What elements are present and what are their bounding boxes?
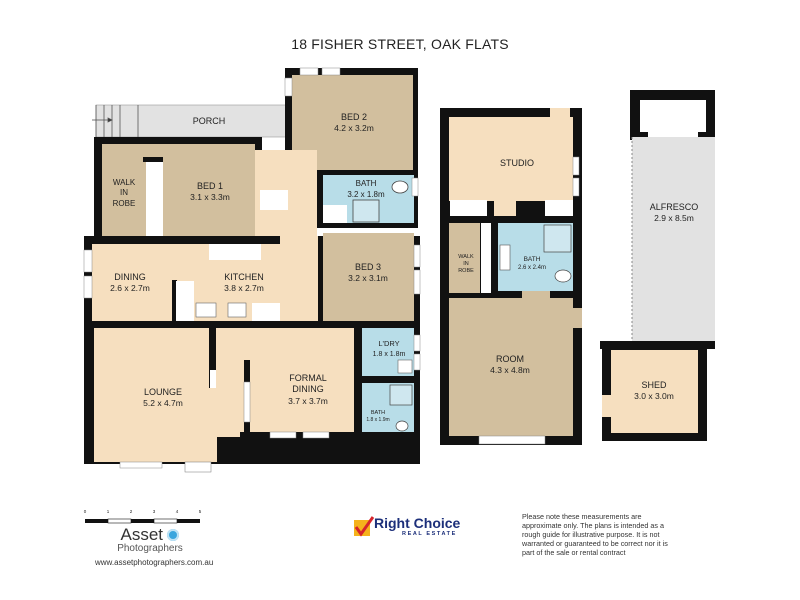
front-door bbox=[184, 461, 212, 473]
shower-icon bbox=[352, 199, 380, 223]
photographer-logo: Asset Photographers www.assetphotographe… bbox=[95, 525, 214, 567]
studio-floor bbox=[449, 117, 573, 201]
studio-label: STUDIO bbox=[500, 158, 534, 168]
gear-logo-icon bbox=[167, 529, 180, 541]
scale-tick: 3 bbox=[153, 509, 156, 514]
bed1-size: 3.1 x 3.3m bbox=[190, 192, 230, 202]
toilet-icon bbox=[554, 269, 572, 283]
bed3-floor bbox=[323, 233, 414, 321]
alfresco-label: ALFRESCO bbox=[650, 202, 699, 212]
bed1-floor bbox=[102, 144, 255, 236]
photographer-name: Asset bbox=[120, 525, 164, 544]
plan-title: 18 FISHER STREET, OAK FLATS bbox=[291, 36, 509, 52]
bed1-label: BED 1 bbox=[197, 181, 223, 191]
bath3-size: 2.6 x 2.4m bbox=[518, 265, 546, 271]
bath2-label: BATH bbox=[371, 410, 385, 416]
bed2-label: BED 2 bbox=[341, 112, 367, 122]
room-label: ROOM bbox=[496, 354, 524, 364]
wir1-label: WALK bbox=[113, 178, 136, 187]
wir2-label: IN bbox=[463, 261, 469, 267]
room-floor bbox=[449, 298, 573, 436]
wir2-label: WALK bbox=[458, 254, 474, 260]
bed3-size: 3.2 x 3.1m bbox=[348, 273, 388, 283]
room-size: 4.3 x 4.8m bbox=[490, 365, 530, 375]
checkmark-logo-icon bbox=[354, 516, 374, 537]
kitchen-size: 3.8 x 2.7m bbox=[224, 283, 264, 293]
porch-label: PORCH bbox=[193, 116, 226, 126]
scale-tick: 0 bbox=[84, 509, 87, 514]
sink-icon bbox=[195, 302, 217, 318]
formal-dining-label: DINING bbox=[292, 384, 324, 394]
kitchen-label: KITCHEN bbox=[224, 272, 264, 282]
photographer-url: www.assetphotographers.com.au bbox=[95, 558, 214, 567]
scale-tick: 2 bbox=[130, 509, 133, 514]
disclaimer-text: Please note these measurements are appro… bbox=[522, 512, 668, 557]
scale-bar: 0 1 2 3 4 5 bbox=[84, 509, 202, 524]
photographer-subtitle: Photographers bbox=[117, 543, 183, 554]
scale-tick: 5 bbox=[199, 509, 202, 514]
toilet-icon bbox=[395, 420, 409, 432]
lounge-floor bbox=[94, 328, 245, 462]
agency-subtitle: REAL ESTATE bbox=[402, 531, 457, 537]
wir2-label: ROBE bbox=[458, 268, 474, 274]
shed-size: 3.0 x 3.0m bbox=[634, 391, 674, 401]
bed2-size: 4.2 x 3.2m bbox=[334, 123, 374, 133]
bath1-label: BATH bbox=[356, 179, 377, 188]
wir1-label: ROBE bbox=[113, 199, 136, 208]
agency-name: Right Choice bbox=[374, 515, 461, 531]
shower-icon bbox=[543, 224, 572, 253]
stove-icon bbox=[227, 302, 247, 318]
scale-tick: 4 bbox=[176, 509, 179, 514]
lounge-label: LOUNGE bbox=[144, 387, 182, 397]
wir1-label: IN bbox=[120, 188, 128, 197]
porch-steps-icon bbox=[92, 105, 139, 137]
alfresco-floor bbox=[632, 137, 715, 341]
wir2-floor bbox=[449, 223, 480, 293]
laundry-label: L'DRY bbox=[378, 339, 399, 348]
lounge-size: 5.2 x 4.7m bbox=[143, 398, 183, 408]
shed-floor bbox=[611, 350, 698, 433]
laundry-size: 1.8 x 1.8m bbox=[373, 351, 406, 358]
toilet-icon bbox=[391, 180, 409, 194]
alfresco-size: 2.9 x 8.5m bbox=[654, 213, 694, 223]
bed3-label: BED 3 bbox=[355, 262, 381, 272]
bath1-size: 3.2 x 1.8m bbox=[347, 190, 385, 199]
dining-size: 2.6 x 2.7m bbox=[110, 283, 150, 293]
formal-dining-label: FORMAL bbox=[289, 373, 327, 383]
porch-area bbox=[95, 104, 287, 138]
shower-icon bbox=[389, 384, 413, 406]
bath2-size: 1.8 x 1.9m bbox=[366, 417, 389, 423]
bath3-label: BATH bbox=[524, 256, 541, 263]
vanity-icon bbox=[499, 244, 511, 271]
laundry-tub-icon bbox=[397, 359, 413, 374]
dining-label: DINING bbox=[114, 272, 146, 282]
formal-dining-size: 3.7 x 3.7m bbox=[288, 396, 328, 406]
shed-label: SHED bbox=[641, 380, 667, 390]
scale-tick: 1 bbox=[107, 509, 110, 514]
